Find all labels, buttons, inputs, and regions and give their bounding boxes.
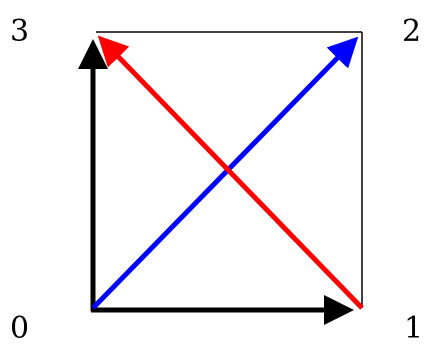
corner-label-0: 0 (10, 311, 29, 346)
corner-label-2: 2 (402, 14, 421, 49)
corner-label-1: 1 (404, 311, 423, 346)
diagonal-1-to-3 (97, 35, 364, 310)
diagonal-0-to-2 (91, 36, 359, 310)
corner-label-3: 3 (10, 14, 29, 49)
